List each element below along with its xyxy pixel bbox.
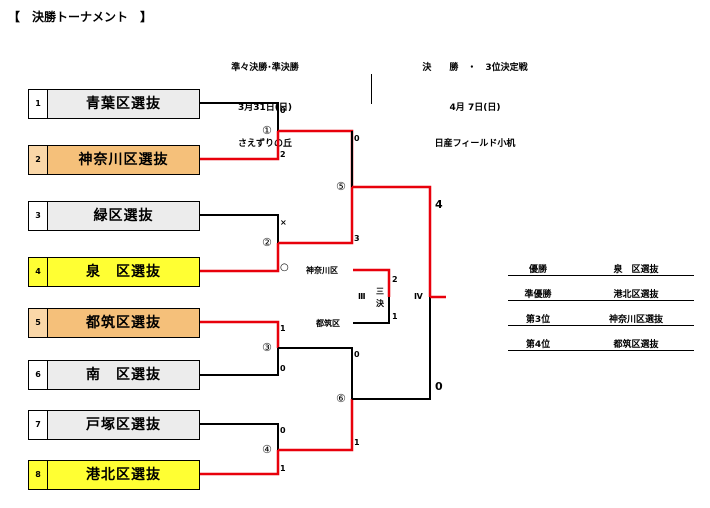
m2-top-line — [200, 214, 279, 243]
m2-bottom-score: ○ — [280, 262, 289, 273]
result-value-4: 都筑区選抜 — [613, 340, 659, 350]
m1-top-score: 0 — [280, 106, 286, 115]
result-label-4: 第4位 — [525, 340, 551, 350]
result-value-1: 泉 区選抜 — [613, 265, 659, 275]
team-8: 8 港北区選抜 — [28, 460, 200, 490]
final-bottom-score: 0 — [435, 380, 443, 393]
third-team-top: 神奈川区 — [306, 266, 338, 275]
team-3: 3 緑区選抜 — [28, 201, 200, 231]
result-divider-4 — [508, 350, 694, 351]
team-8-number: 8 — [29, 461, 48, 489]
team-7: 7 戸塚区選抜 — [28, 410, 200, 440]
m1-top-line — [200, 102, 279, 131]
team-4: 4 泉 区選抜 — [28, 257, 200, 287]
team-5: 5 都筑区選抜 — [28, 308, 200, 338]
team-6-name: 南 区選抜 — [48, 361, 199, 389]
header-divider — [371, 74, 372, 104]
team-8-name: 港北区選抜 — [48, 461, 199, 489]
team-7-number: 7 — [29, 411, 48, 439]
result-label-1: 優勝 — [528, 265, 547, 275]
result-divider-1 — [508, 275, 694, 276]
team-5-number: 5 — [29, 309, 48, 337]
m5-top-score: 0 — [354, 134, 360, 143]
m4-bottom-line — [200, 450, 280, 476]
semi-venue: さえずりの丘 — [237, 139, 292, 149]
result-label-2: 準優勝 — [524, 290, 552, 300]
semi-date: 3月31日(日) — [237, 103, 292, 113]
m3-top-score: 1 — [280, 324, 286, 333]
m4-label: ④ — [262, 443, 272, 456]
final-venue: 日産フィールド小机 — [434, 139, 516, 149]
team-1-number: 1 — [29, 90, 48, 118]
m5-top-line — [278, 129, 354, 187]
result-value-2: 港北区選抜 — [613, 290, 659, 300]
team-7-name: 戸塚区選抜 — [48, 411, 199, 439]
team-5-name: 都筑区選抜 — [48, 309, 199, 337]
m5-bottom-line — [278, 187, 354, 245]
m3-label: ③ — [262, 341, 272, 354]
m6-bottom-score: 1 — [354, 438, 360, 447]
team-3-name: 緑区選抜 — [48, 202, 199, 230]
team-6-number: 6 — [29, 361, 48, 389]
m3-bottom-line — [200, 348, 279, 376]
team-6: 6 南 区選抜 — [28, 360, 200, 390]
final-date: 4月 7日(日) — [449, 103, 501, 113]
third-top-line — [353, 268, 391, 297]
third-top-score: 2 — [392, 275, 398, 284]
m1-bottom-score: 2 — [280, 150, 286, 159]
final-label-roman: Ⅳ — [414, 292, 423, 301]
m4-bottom-score: 1 — [280, 464, 286, 473]
semi-header: 準々決勝･準決勝 3月31日(日) さえずりの丘 — [210, 38, 320, 162]
final-top-line — [352, 185, 432, 297]
m6-label: ⑥ — [336, 392, 346, 405]
final-bottom-line — [352, 297, 431, 400]
m2-label: ② — [262, 236, 272, 249]
m1-bottom-line — [200, 131, 280, 161]
m1-label: ① — [262, 124, 272, 137]
team-4-number: 4 — [29, 258, 48, 286]
team-3-number: 3 — [29, 202, 48, 230]
third-label-kanji-2: 決 — [376, 299, 384, 308]
third-bottom-line — [353, 297, 390, 324]
final-title: 決 勝 ・ 3位決定戦 — [422, 63, 528, 73]
page-title: 【 決勝トーナメント 】 — [8, 10, 153, 24]
result-divider-3 — [508, 325, 694, 326]
m3-top-line — [200, 320, 280, 348]
result-value-3: 神奈川区選抜 — [608, 315, 663, 325]
m6-top-line — [278, 347, 353, 399]
m2-top-score: × — [280, 218, 287, 227]
m6-bottom-line — [278, 399, 354, 452]
third-team-bottom: 都筑区 — [316, 319, 340, 328]
semi-title: 準々決勝･準決勝 — [231, 63, 299, 73]
m5-bottom-score: 3 — [354, 234, 360, 243]
m3-bottom-score: 0 — [280, 364, 286, 373]
team-1: 1 青葉区選抜 — [28, 89, 200, 119]
result-divider-2 — [508, 300, 694, 301]
team-4-name: 泉 区選抜 — [48, 258, 199, 286]
team-2-number: 2 — [29, 146, 48, 174]
m5-label: ⑤ — [336, 180, 346, 193]
team-2-name: 神奈川区選抜 — [48, 146, 199, 174]
result-label-3: 第3位 — [525, 315, 551, 325]
m4-top-line — [200, 423, 279, 450]
final-top-score: 4 — [435, 198, 443, 211]
m4-top-score: 0 — [280, 426, 286, 435]
third-label-roman: Ⅲ — [358, 292, 366, 301]
team-1-name: 青葉区選抜 — [48, 90, 199, 118]
third-label-kanji-1: 三 — [376, 287, 384, 296]
team-2: 2 神奈川区選抜 — [28, 145, 200, 175]
m6-top-score: 0 — [354, 350, 360, 359]
final-header: 決 勝 ・ 3位決定戦 4月 7日(日) 日産フィールド小机 — [400, 38, 550, 162]
third-bottom-score: 1 — [392, 312, 398, 321]
m2-bottom-line — [200, 243, 280, 273]
